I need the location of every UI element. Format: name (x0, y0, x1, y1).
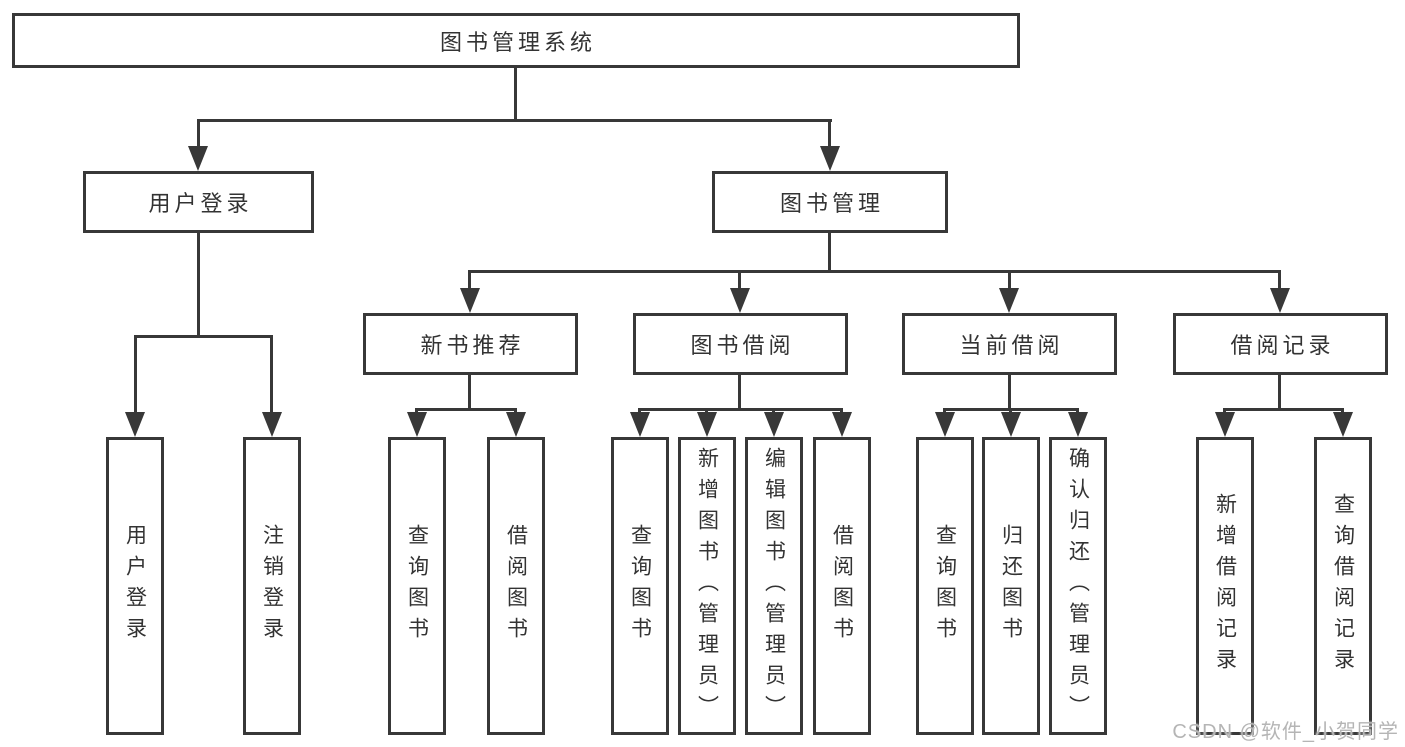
arrowhead-icon (1215, 412, 1235, 437)
arrowhead-icon (820, 146, 840, 171)
arrowhead-icon (1068, 412, 1088, 437)
connector-new-book-stem (468, 375, 471, 411)
arrowhead-icon (1270, 288, 1290, 313)
leaf-borrow-books-2: 借阅图书 (813, 437, 871, 735)
arrowhead-icon (262, 412, 282, 437)
leaf-logout: 注销登录 (243, 437, 301, 735)
connector-new-book-branch (415, 408, 517, 411)
connector-drop-leaf-logout (270, 335, 273, 416)
leaf-return-books: 归还图书 (982, 437, 1040, 735)
watermark: CSDN @软件_小贺同学 (1172, 721, 1399, 743)
connector-user-login-branch (134, 335, 273, 338)
leaf-confirm-return-admin: 确认归还（管理员） (1049, 437, 1107, 735)
arrowhead-icon (999, 288, 1019, 313)
leaf-query-books-2: 查询图书 (611, 437, 669, 735)
arrowhead-icon (935, 412, 955, 437)
arrowhead-icon (188, 146, 208, 171)
node-book-borrow: 图书借阅 (633, 313, 848, 375)
arrowhead-icon (506, 412, 526, 437)
connector-book-borrow-branch (638, 408, 843, 411)
arrowhead-icon (630, 412, 650, 437)
arrowhead-icon (407, 412, 427, 437)
connector-drop-book-borrow (738, 270, 741, 290)
connector-borrow-records-stem (1278, 375, 1281, 411)
node-borrow-records: 借阅记录 (1173, 313, 1388, 375)
arrowhead-icon (460, 288, 480, 313)
connector-book-management-branch (468, 270, 1281, 273)
arrowhead-icon (764, 412, 784, 437)
node-book-management: 图书管理 (712, 171, 948, 233)
connector-drop-book-management (828, 119, 831, 150)
arrowhead-icon (832, 412, 852, 437)
connector-drop-leaf-user-login (134, 335, 137, 416)
leaf-query-books-3: 查询图书 (916, 437, 974, 735)
leaf-add-book-admin: 新增图书（管理员） (678, 437, 736, 735)
node-user-login: 用户登录 (83, 171, 314, 233)
leaf-user-login: 用户登录 (106, 437, 164, 735)
node-library-system: 图书管理系统 (12, 13, 1020, 68)
arrowhead-icon (730, 288, 750, 313)
arrowhead-icon (1333, 412, 1353, 437)
connector-user-login-stem (197, 233, 200, 338)
node-current-borrow: 当前借阅 (902, 313, 1117, 375)
connector-drop-new-book (468, 270, 471, 290)
leaf-query-borrow-record: 查询借阅记录 (1314, 437, 1372, 735)
connector-drop-borrow-records (1278, 270, 1281, 290)
connector-borrow-records-branch (1223, 408, 1344, 411)
connector-root-branch (197, 119, 832, 122)
leaf-borrow-books-1: 借阅图书 (487, 437, 545, 735)
connector-drop-user-login (197, 119, 200, 150)
leaf-add-borrow-record: 新增借阅记录 (1196, 437, 1254, 735)
arrowhead-icon (1001, 412, 1021, 437)
connector-current-borrow-stem (1008, 375, 1011, 411)
node-new-book-recommend: 新书推荐 (363, 313, 578, 375)
leaf-edit-book-admin: 编辑图书（管理员） (745, 437, 803, 735)
connector-book-management-stem (828, 233, 831, 273)
connector-book-borrow-stem (738, 375, 741, 411)
connector-drop-current-borrow (1008, 270, 1011, 290)
connector-root-stem (514, 68, 517, 122)
arrowhead-icon (697, 412, 717, 437)
arrowhead-icon (125, 412, 145, 437)
leaf-query-books-1: 查询图书 (388, 437, 446, 735)
